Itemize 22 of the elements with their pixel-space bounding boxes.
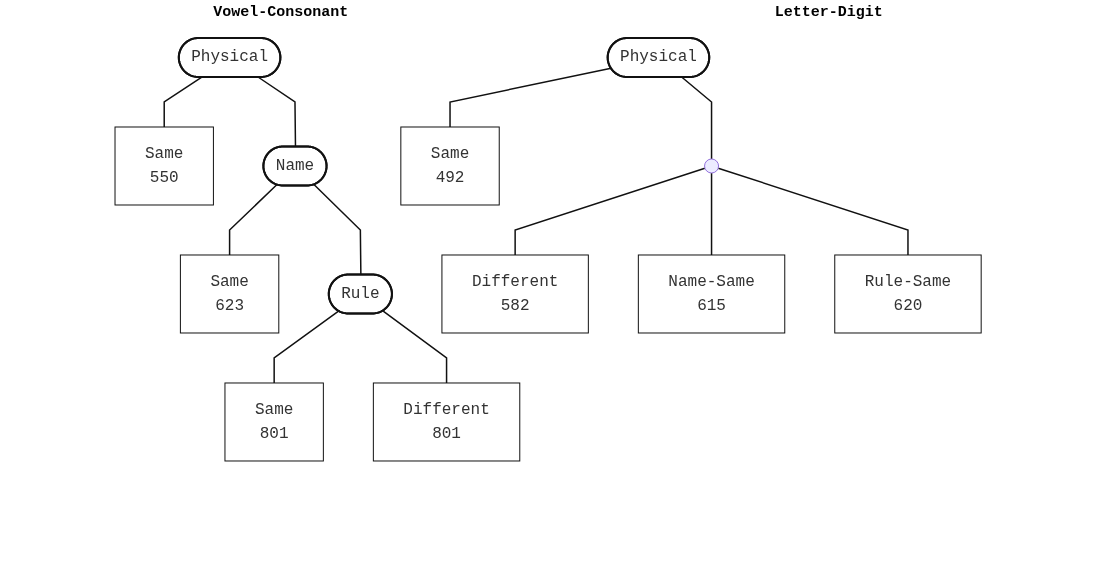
node-circle xyxy=(703,158,719,174)
node-box: Different 801 xyxy=(372,382,521,462)
tree-heading: Letter-Digit xyxy=(774,4,883,23)
connector xyxy=(313,184,362,276)
node-box: Different 582 xyxy=(441,254,589,334)
connector xyxy=(273,310,340,384)
connector xyxy=(228,184,278,256)
tree-heading: Vowel-Consonant xyxy=(213,4,349,23)
node-box: Same 623 xyxy=(179,254,280,334)
connector xyxy=(449,67,612,128)
node-box: Same 492 xyxy=(400,126,500,206)
node-box: Name-Same 615 xyxy=(637,254,786,334)
node-box: Same 801 xyxy=(224,382,324,462)
connector xyxy=(681,76,713,160)
connector xyxy=(710,172,713,256)
node-box: Same 550 xyxy=(114,126,214,206)
node-box: Rule-Same 620 xyxy=(834,254,982,334)
connector xyxy=(163,76,203,128)
connector xyxy=(717,167,909,256)
connector xyxy=(382,310,448,384)
connector xyxy=(257,76,297,148)
connector xyxy=(514,167,706,256)
